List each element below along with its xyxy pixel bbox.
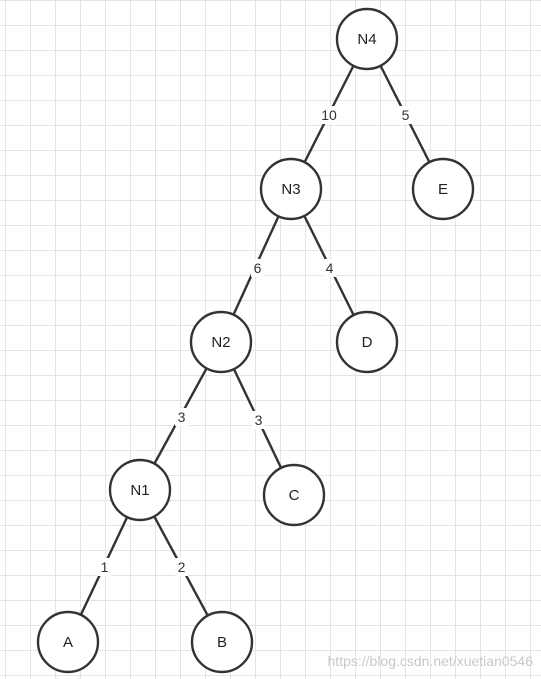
node-n3: N3 [259,157,323,221]
svg-text:6: 6 [254,260,262,276]
svg-text:3: 3 [255,412,263,428]
svg-text:C: C [289,487,300,504]
node-n2: N2 [189,310,253,374]
svg-text:N2: N2 [211,334,230,351]
weight-n1-a: 1 [98,558,111,576]
weight-n4-e: 5 [399,106,412,124]
svg-text:4: 4 [326,260,334,276]
svg-text:1: 1 [101,559,109,575]
weight-n2-c: 3 [252,411,265,429]
node-a: A [36,610,100,674]
node-n4: N4 [335,7,399,71]
weight-n4-n3: 10 [318,106,340,124]
weight-n3-d: 4 [323,259,336,277]
node-n1: N1 [108,458,172,522]
watermark-text: https://blog.csdn.net/xuetian0546 [327,653,533,669]
svg-text:5: 5 [402,107,410,123]
node-b: B [190,610,254,674]
weight-n3-n2: 6 [251,259,264,277]
svg-text:E: E [438,181,448,198]
svg-text:2: 2 [178,559,186,575]
svg-text:D: D [362,334,373,351]
node-e: E [411,157,475,221]
node-c: C [262,463,326,527]
weight-n2-n1: 3 [175,408,188,426]
svg-text:A: A [63,634,73,651]
weight-n1-b: 2 [175,558,188,576]
svg-text:10: 10 [321,107,337,123]
node-d: D [335,310,399,374]
svg-text:3: 3 [178,409,186,425]
svg-text:N1: N1 [130,482,149,499]
svg-text:B: B [217,634,227,651]
svg-text:N4: N4 [357,31,376,48]
svg-text:N3: N3 [281,181,300,198]
